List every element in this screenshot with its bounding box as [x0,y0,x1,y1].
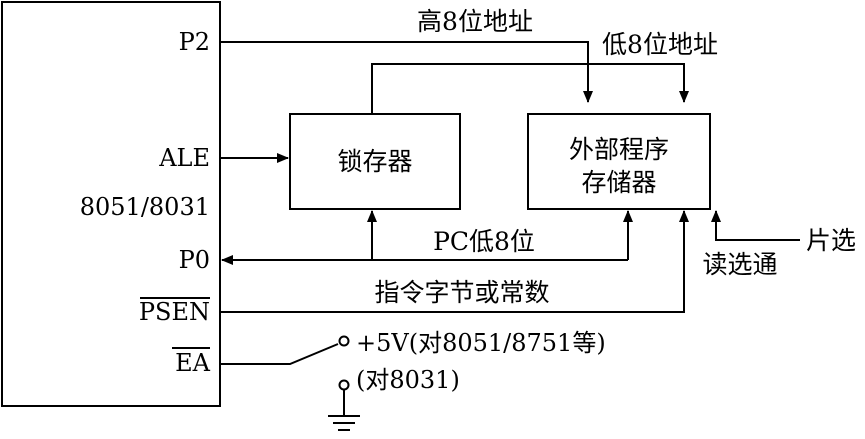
chip-select-line [711,210,800,241]
instruction-byte-label: 指令字节或常数 [374,278,549,307]
pin-label-ale: ALE [158,144,210,172]
high-address-label: 高8位地址 [417,7,533,36]
high-address-line [220,41,593,103]
low-address-line [371,63,689,114]
ea-switch-arm [220,343,339,365]
vcc-terminal [338,335,350,347]
psen-line [220,210,689,313]
gnd-terminal [338,379,350,391]
memory-label-line2: 存储器 [581,168,656,197]
low-address-label: 低8位地址 [602,30,718,59]
memory-label-line1: 外部程序 [569,135,669,164]
memory-block [527,113,711,210]
pin-label-ea: EA [175,349,211,377]
pin-label-psen: PSEN [139,298,210,326]
latch-label: 锁存器 [337,147,412,176]
chip-select-label: 片选 [806,226,856,255]
vcc-option-label: +5V(对8051/8751等) [356,329,606,357]
cpu-block [1,1,221,407]
latch-block [289,113,461,210]
chip-name-label: 8051/8031 [80,193,210,221]
pin-label-p2: P2 [179,28,210,56]
pin-label-p0: P0 [179,246,210,274]
pc-low-label: PC低8位 [433,227,535,256]
ground-icon [328,390,360,431]
gnd-option-label: (对8031) [356,366,460,394]
read-strobe-label: 读选通 [702,250,777,279]
